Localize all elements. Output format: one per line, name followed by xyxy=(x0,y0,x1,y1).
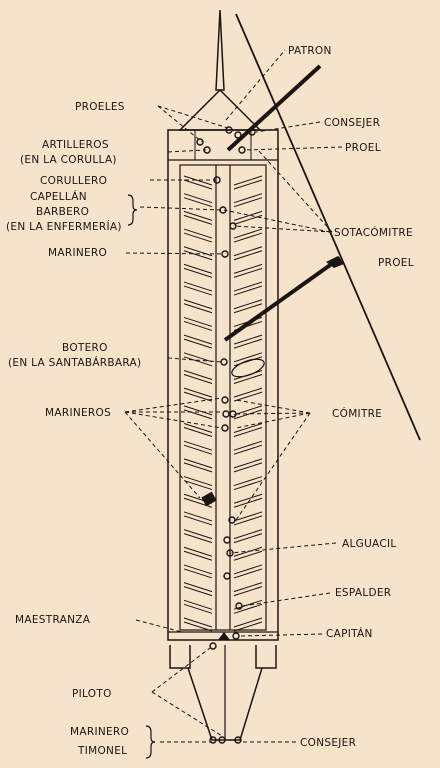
label-consejer-bottom: CONSEJER xyxy=(300,737,356,749)
label-proeles: PROELES xyxy=(75,101,125,113)
bench-right xyxy=(233,299,263,314)
label-artilleros-1: ARTILLEROS xyxy=(42,139,109,151)
bench-right xyxy=(233,175,263,190)
leader-lines xyxy=(124,49,343,743)
bench-left xyxy=(183,440,213,455)
bench-right xyxy=(233,387,263,402)
bench-right xyxy=(233,405,263,420)
bench-left xyxy=(183,546,213,561)
label-barbero: BARBERO xyxy=(36,206,89,218)
label-proel-2: PROEL xyxy=(378,257,414,269)
bench-right xyxy=(233,228,263,243)
bench-left xyxy=(183,370,213,384)
bench-left xyxy=(183,458,213,473)
crew-labels: PATRON PROELES CONSEJER PROEL ARTILLEROS… xyxy=(6,45,414,757)
bench-left xyxy=(183,334,213,349)
label-consejer-top: CONSEJER xyxy=(324,117,380,129)
label-timonel: TIMONEL xyxy=(77,745,127,757)
bench-left xyxy=(183,175,213,190)
label-marineros: MARINEROS xyxy=(45,407,111,419)
masts xyxy=(223,13,421,441)
bench-left xyxy=(183,281,213,296)
bench-right xyxy=(233,440,263,455)
bench-left xyxy=(183,210,213,225)
bench-left xyxy=(183,529,213,544)
bench-left xyxy=(183,405,213,420)
bench-left xyxy=(183,423,213,437)
capitan-helm-icon xyxy=(218,632,230,640)
ship-boat-icon xyxy=(231,358,265,378)
bench-left xyxy=(183,352,213,367)
label-santabarbara: (EN LA SANTABÁRBARA) xyxy=(8,356,141,369)
label-capitan: CAPITÁN xyxy=(326,627,373,640)
bench-right xyxy=(233,458,263,473)
bench-left xyxy=(183,263,213,278)
bench-left xyxy=(183,617,213,632)
label-marinero: MARINERO xyxy=(48,247,107,259)
bench-right xyxy=(233,546,263,561)
bench-left xyxy=(183,476,213,491)
bench-right xyxy=(233,564,263,579)
bench-right xyxy=(233,281,263,296)
label-sotacomitre: SOTACÓMITRE xyxy=(334,226,413,239)
bench-left xyxy=(183,599,213,614)
bench-right xyxy=(233,529,263,544)
bench-right xyxy=(233,582,263,597)
bench-right xyxy=(233,263,263,278)
label-piloto: PILOTO xyxy=(72,688,112,700)
bench-right xyxy=(233,476,263,491)
label-enfermeria: (EN LA ENFERMERÍA) xyxy=(6,220,122,233)
bench-right xyxy=(233,493,263,508)
rowing-benches xyxy=(183,175,263,632)
bench-left xyxy=(183,228,213,243)
bench-left xyxy=(183,582,213,597)
ship-hull xyxy=(167,9,279,741)
label-patron: PATRON xyxy=(288,45,332,57)
bench-right xyxy=(233,193,263,208)
bench-left xyxy=(183,316,213,331)
timonel-brace xyxy=(145,725,156,759)
hatch-icon xyxy=(201,491,217,507)
bench-right xyxy=(233,599,263,614)
bench-left xyxy=(183,193,213,208)
bench-right xyxy=(233,617,263,632)
bench-left xyxy=(183,246,213,261)
bench-right xyxy=(233,334,263,349)
label-espalder: ESPALDER xyxy=(335,587,391,599)
label-capellan: CAPELLÁN xyxy=(30,190,87,203)
crew-markers xyxy=(196,126,256,744)
label-alguacil: ALGUACIL xyxy=(342,538,397,550)
bench-right xyxy=(233,511,263,526)
bench-right xyxy=(233,210,263,225)
bench-left xyxy=(183,299,213,314)
label-botero: BOTERO xyxy=(62,342,108,354)
bench-right xyxy=(233,423,263,437)
bench-left xyxy=(183,564,213,579)
label-artilleros-2: (EN LA CORULLA) xyxy=(20,154,117,166)
label-marinero-timonel: MARINERO xyxy=(70,726,129,738)
label-proel-1: PROEL xyxy=(345,142,381,154)
bench-right xyxy=(233,246,263,261)
bench-left xyxy=(183,387,213,402)
label-corullero: CORULLERO xyxy=(40,175,107,187)
label-comitre: CÓMITRE xyxy=(332,407,382,420)
capellan-brace xyxy=(127,194,138,226)
label-maestranza: MAESTRANZA xyxy=(15,614,91,626)
bench-left xyxy=(183,511,213,526)
